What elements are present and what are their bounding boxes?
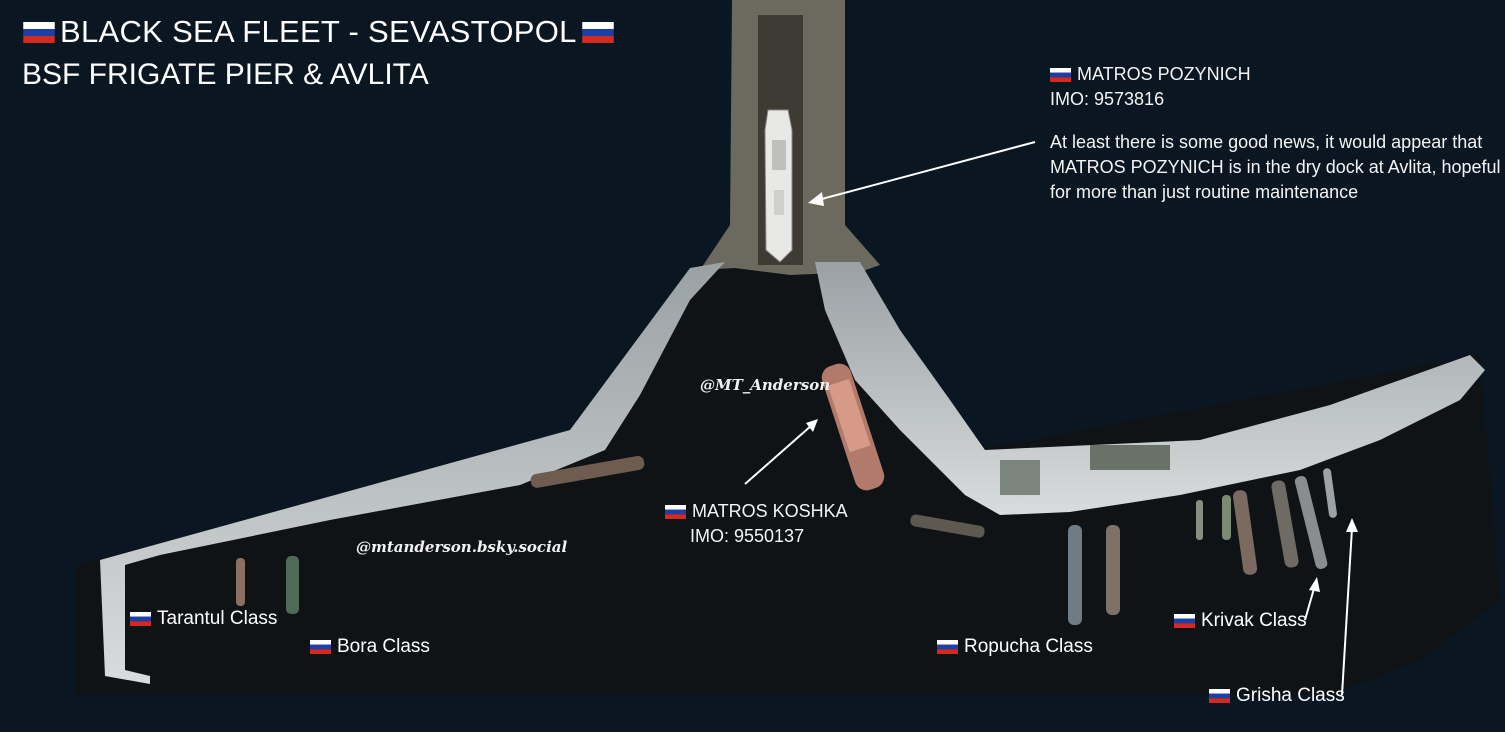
ship-krivak-2 [1271,480,1299,568]
pozynich-imo: IMO: 9573816 [1050,89,1165,109]
page-subtitle: BSF FRIGATE PIER & AVLITA [22,58,429,91]
credit-handle-bluesky: @mtanderson.bsky.social [356,538,568,556]
arrow-pozynich [808,141,1036,206]
label-bora-class: Bora Class [310,636,430,658]
ship-right-pier [910,514,985,538]
russian-flag-icon [665,504,686,519]
russian-flag-icon [310,640,331,654]
pozynich-name: MATROS POZYNICH [1077,64,1251,84]
title-text: BLACK SEA FLEET - SEVASTOPOL [60,14,577,49]
russian-flag-icon [937,640,958,654]
label-tarantul-class: Tarantul Class [130,608,277,630]
right-yard-buildings [1090,445,1170,470]
label-krivak-class: Krivak Class [1174,610,1307,632]
callout-pozynich: MATROS POZYNICH IMO: 9573816 At least th… [1050,62,1501,205]
ship-grisha-1 [1294,476,1328,569]
russian-flag-icon [23,21,55,43]
ship-bora [286,556,299,614]
ship-left-pier [530,455,645,488]
russian-flag-icon [130,612,151,626]
ship-grisha-2 [1323,468,1337,518]
ship-tarantul [236,558,245,606]
page-title: BLACK SEA FLEET - SEVASTOPOL [22,14,615,50]
koshka-imo: IMO: 9550137 [690,526,805,546]
russian-flag-icon [1174,614,1195,628]
credit-handle-twitter: @MT_Anderson [700,376,831,394]
pozynich-note-line: MATROS POZYNICH is in the dry dock at Av… [1050,157,1501,177]
arrow-krivak [1304,577,1320,621]
pozynich-note-line: for more than just routine maintenance [1050,182,1359,202]
arrow-koshka [744,419,818,485]
russian-flag-icon [1050,67,1071,82]
koshka-name: MATROS KOSHKA [692,501,848,521]
ship-ropucha-2 [1106,525,1120,615]
ship-ropucha-1 [1068,525,1082,625]
ship-matros-pozynich [764,109,793,263]
label-ropucha-class: Ropucha Class [937,636,1093,658]
pozynich-note-line: At least there is some good news, it wou… [1050,132,1483,152]
russian-flag-icon [1209,689,1230,703]
ship-krivak-1 [1232,490,1258,575]
arrow-grisha [1341,518,1358,696]
harbor-water [75,255,1500,695]
callout-koshka: MATROS KOSHKA IMO: 9550137 [665,499,848,549]
right-pier [815,262,1485,515]
label-grisha-class: Grisha Class [1209,685,1345,707]
russian-flag-icon [581,21,614,43]
